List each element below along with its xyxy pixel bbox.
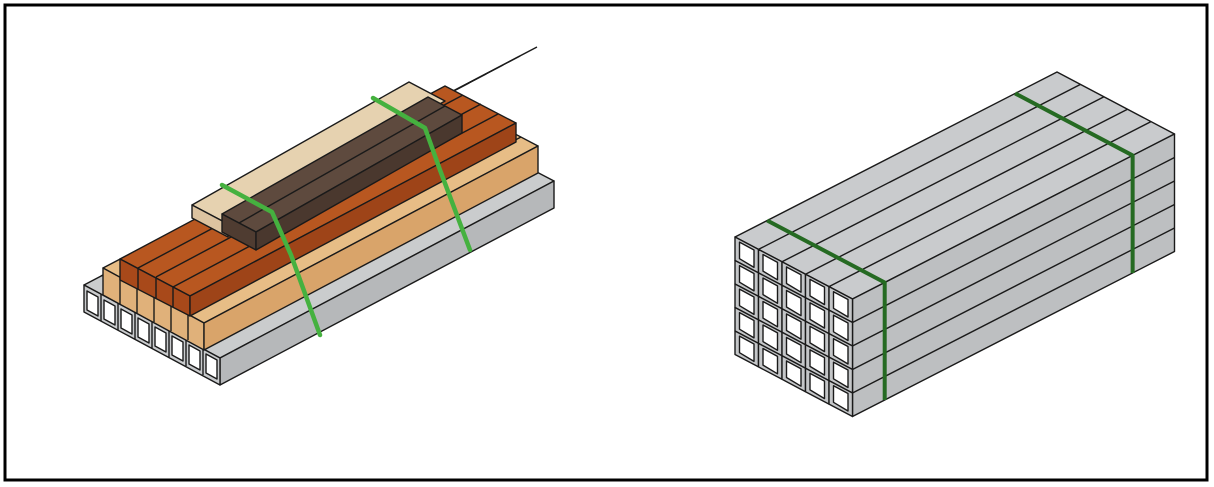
- tube-side-edge: [852, 156, 1175, 324]
- strap-front: [219, 182, 323, 338]
- tube-hole: [809, 278, 826, 306]
- tube-top-edge: [828, 120, 1152, 288]
- tube-hole: [738, 288, 755, 316]
- tube-hole: [809, 349, 826, 376]
- tube-hole: [832, 291, 849, 318]
- tube-top-edge: [758, 83, 1081, 251]
- tube-hole: [762, 347, 779, 375]
- tube-hole: [762, 324, 779, 351]
- tube-side-edge: [852, 203, 1175, 371]
- tube-hole: [832, 361, 849, 389]
- tube-hole: [785, 336, 802, 364]
- tube-hole: [762, 300, 779, 328]
- tube-hole: [809, 302, 826, 329]
- tube-hole: [832, 314, 849, 342]
- mixed-lumber-bundle: [83, 46, 555, 386]
- tube-hole: [738, 241, 755, 269]
- tube-side-edge: [852, 180, 1175, 347]
- tube-hole: [785, 313, 802, 340]
- tube-hole: [738, 311, 755, 339]
- tube-hole: [832, 385, 849, 412]
- steel-tube-bundle: [734, 71, 1176, 418]
- strap-back: [1014, 91, 1135, 273]
- tube-hole: [809, 372, 826, 400]
- tube-top-edge: [805, 108, 1128, 275]
- tube-hole: [785, 289, 802, 317]
- strap-front: [766, 218, 887, 400]
- tube-hole: [809, 325, 826, 353]
- tube-hole: [738, 335, 755, 363]
- tube-hole: [738, 264, 755, 292]
- left-straps: [219, 95, 473, 338]
- tube-hole: [785, 266, 802, 293]
- tube-hole: [785, 360, 802, 387]
- tube-side-edge: [852, 227, 1175, 394]
- strap-back: [370, 95, 473, 253]
- tube-hole: [832, 338, 849, 365]
- top-wood-layer: [191, 81, 463, 251]
- tube-hole: [762, 253, 779, 281]
- tube-top-edge: [781, 96, 1105, 263]
- tube-hole: [762, 277, 779, 304]
